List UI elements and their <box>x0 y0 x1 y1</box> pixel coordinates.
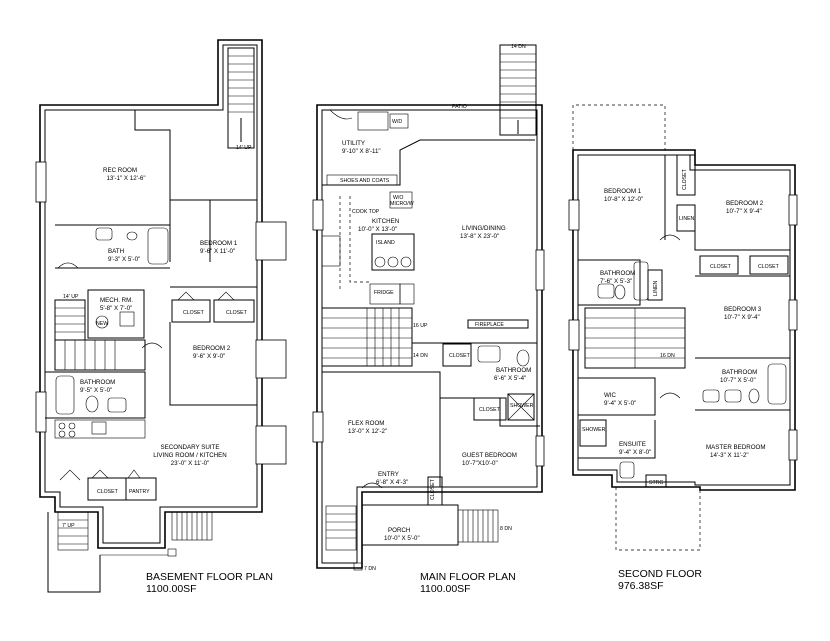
linen-label: LINEN <box>653 280 659 296</box>
island-label: ISLAND <box>376 240 395 246</box>
master-bedroom-size: 14'-3" X 11'-2" <box>710 452 749 459</box>
bathroom-size: 7'-6" X 5'-3" <box>600 278 632 285</box>
bath-size: 9'-3" X 5'-0" <box>108 256 140 263</box>
linen-label: LINEN <box>679 216 695 222</box>
stair-up-label: 14' UP <box>236 145 252 151</box>
shower-label: SHOWER <box>510 403 534 409</box>
closet-label: CLOSET <box>758 264 780 270</box>
shoes-coats-label: SHOES AND COATS <box>340 178 390 184</box>
storage-label: STRG <box>649 480 663 486</box>
second-area: 976.38SF <box>618 580 664 592</box>
closet-label: CLOSET <box>226 310 248 316</box>
main-title: MAIN FLOOR PLAN <box>420 571 516 583</box>
stair-up-label: 14' UP <box>63 294 79 300</box>
bedroom2-size: 10'-7" X 9'-4" <box>726 208 762 215</box>
bathroom-label: BATHROOM <box>496 367 531 374</box>
utility-size: 9'-10" X 8'-11" <box>342 148 381 155</box>
mech-room-size: 5'-8" X 7'-0" <box>100 305 132 312</box>
closet-label: CLOSET <box>449 353 471 359</box>
bathroom-size: 9'-5" X 5'-0" <box>80 387 112 394</box>
suite-label: SECONDARY SUITE <box>161 444 220 451</box>
suite-size: 23'-0" X 11'-0" <box>171 460 210 467</box>
stair-up-label: 7' UP <box>62 523 75 529</box>
wic-size: 9'-4" X 5'-0" <box>604 400 636 407</box>
closet-label: CLOSET <box>430 478 436 500</box>
micro-label: MICRO/W <box>390 201 414 207</box>
closet-label: CLOSET <box>682 168 688 190</box>
bathroom-label: BATHROOM <box>600 270 635 277</box>
closet-label: CLOSET <box>710 264 732 270</box>
bedroom1-size: 10'-8" X 12'-0" <box>604 196 643 203</box>
bedroom1-label: BEDROOM 1 <box>604 188 642 195</box>
wo-label: W/O <box>393 195 403 201</box>
stair-dn-label: 8 DN <box>500 526 512 532</box>
bedroom1-size: 9'-6" X 11'-0" <box>200 248 235 255</box>
second-title: SECOND FLOOR <box>618 568 702 580</box>
bathroom2-size: 10'-7" X 5'-0" <box>720 377 756 384</box>
living-label: LIVING/DINING <box>462 225 506 232</box>
patio-label: PATIO <box>452 104 467 110</box>
bedroom2-size: 9'-6" X 9'-0" <box>193 353 225 360</box>
fireplace-label: FIREPLACE <box>475 322 504 328</box>
stair-dn-label: 7 DN <box>364 566 376 572</box>
flex-room-size: 13'-0" X 12'-2" <box>348 428 387 435</box>
rec-room-label: REC ROOM <box>103 167 137 174</box>
stair-up-label: 16 UP <box>413 323 428 329</box>
bedroom3-size: 10'-7" X 9'-4" <box>724 314 760 321</box>
bathroom2-label: BATHROOM <box>722 369 757 376</box>
second-floor-plan: BEDROOM 1 10'-8" X 12'-0" CLOSET BEDROOM… <box>568 104 798 592</box>
pantry-label: PANTRY <box>129 489 150 495</box>
mech-room-label: MECH. RM. <box>100 297 133 304</box>
shower-label: SHOWER <box>582 427 606 433</box>
ensuite-label: ENSUITE <box>619 441 646 448</box>
kitchen-size: 10'-0" X 13'-0" <box>358 226 397 233</box>
closet-label: CLOSET <box>479 407 501 413</box>
bedroom2-label: BEDROOM 2 <box>193 345 231 352</box>
bedroom1-label: BEDROOM 1 <box>200 240 238 247</box>
ensuite-size: 9'-4" X 8'-0" <box>619 449 651 456</box>
guest-bedroom-size: 10'-7"X10'-0" <box>462 460 498 467</box>
master-bedroom-label: MASTER BEDROOM <box>706 444 765 451</box>
cooktop-label: COOK TOP <box>352 209 380 215</box>
utility-label: UTILITY <box>342 140 365 147</box>
basement-area: 1100.00SF <box>146 583 197 595</box>
closet-label: CLOSET <box>97 489 119 495</box>
bedroom2-label: BEDROOM 2 <box>726 200 764 207</box>
bedroom3-label: BEDROOM 3 <box>724 306 762 313</box>
porch-size: 10'-0" X 5'-0" <box>384 535 420 542</box>
stair-dn-label: 14 DN <box>413 353 428 359</box>
wic-label: WIC <box>604 392 617 399</box>
suite-label-2: LIVING ROOM / KITCHEN <box>153 452 227 459</box>
guest-bedroom-label: GUEST BEDROOM <box>462 452 517 459</box>
bathroom-size: 6'-6" X 5'-4" <box>494 375 526 382</box>
closet-label: CLOSET <box>183 310 205 316</box>
porch-label: PORCH <box>388 527 410 534</box>
fridge-label: FRIDGE <box>374 290 394 296</box>
main-floor-plan: PATIO 14 DN UTILITY 9'-10" X 8'-11" W/D … <box>312 44 545 595</box>
flex-room-label: FLEX ROOM <box>348 420 384 427</box>
basement-title: BASEMENT FLOOR PLAN <box>146 571 273 583</box>
entry-size: 6'-8" X 4'-3" <box>376 479 408 486</box>
stair-dn-label: 16 DN <box>660 353 675 359</box>
kitchen-label: KITCHEN <box>372 218 399 225</box>
bathroom-label: BATHROOM <box>80 379 115 386</box>
basement-plan: REC ROOM 13'-1" X 12'-6" BATH 9'-3" X 5'… <box>35 39 287 595</box>
main-area: 1100.00SF <box>420 583 471 595</box>
wd-label: W/D <box>392 119 402 125</box>
bath-label: BATH <box>108 248 124 255</box>
rec-room-size: 13'-1" X 12'-6" <box>106 175 145 182</box>
new-label: NEW <box>96 321 108 327</box>
entry-label: ENTRY <box>378 471 399 478</box>
living-size: 13'-8" X 23'-0" <box>460 233 499 240</box>
stair-dn-label: 14 DN <box>511 44 526 50</box>
